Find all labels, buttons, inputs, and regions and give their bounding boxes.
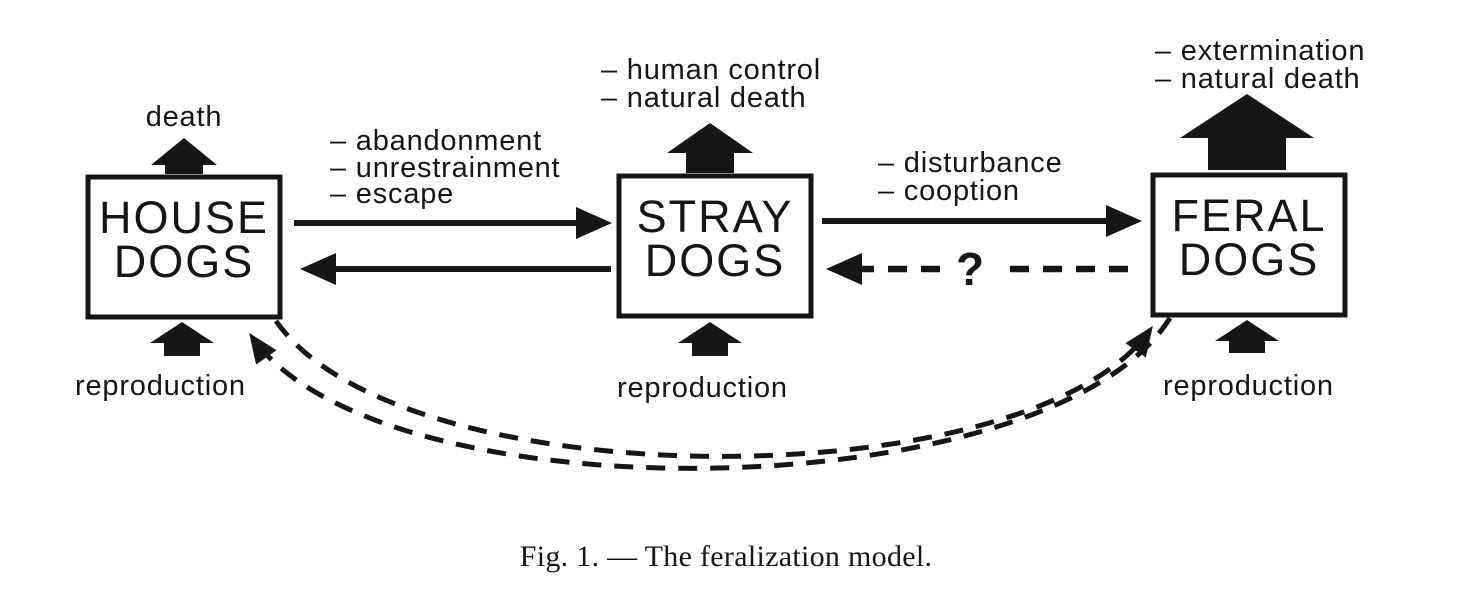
death-label-house: death: [146, 101, 223, 133]
arrow-stray-to-feral-head-icon: [1106, 205, 1142, 237]
feral-dogs-box: [1150, 172, 1348, 318]
feral-dogs-label-line1: FERAL: [1171, 190, 1326, 241]
stray-dogs-label-line1: STRAY: [637, 191, 794, 242]
reproduction-label-stray: reproduction: [617, 372, 788, 404]
question-mark-label: ?: [956, 243, 984, 295]
arrow-feral-to-stray-head-icon: [826, 253, 862, 285]
death-arrow-feral-icon: [1180, 94, 1314, 170]
death-label-feral-1: – extermination: [1155, 35, 1365, 67]
death-arrow-house-icon: [151, 138, 217, 174]
death-label-stray-1: – human control: [601, 54, 821, 86]
house-dogs-node: death HOUSE DOGS reproduction: [75, 101, 283, 402]
stray-dogs-box: [616, 173, 814, 319]
reproduction-label-house: reproduction: [75, 370, 246, 402]
death-arrow-stray-icon: [667, 123, 753, 173]
transition-stray-to-feral: – disturbance – cooption ?: [822, 147, 1142, 295]
arrow-stray-to-house-head-icon: [300, 253, 336, 285]
curve-house-to-feral-dashed: [273, 319, 1153, 459]
feral-dogs-node: – extermination – natural death FERAL DO…: [1150, 35, 1365, 402]
stray-dogs-label-line2: DOGS: [645, 235, 786, 286]
house-to-stray-label-3: – escape: [330, 178, 454, 210]
death-label-feral-2: – natural death: [1155, 63, 1360, 95]
reproduction-arrow-house-icon: [150, 322, 214, 356]
stray-to-feral-label-1: – disturbance: [878, 147, 1063, 179]
house-dogs-label-line1: HOUSE: [99, 192, 269, 243]
reproduction-arrow-stray-icon: [678, 322, 742, 356]
house-to-stray-label-2: – unrestrainment: [330, 152, 560, 184]
reproduction-label-feral: reproduction: [1163, 370, 1334, 402]
curve-feral-to-house-dashed: [249, 316, 1173, 471]
house-dogs-box: [85, 174, 283, 320]
reproduction-arrow-feral-icon: [1215, 320, 1279, 353]
arrow-house-to-stray-head-icon: [576, 207, 612, 239]
house-to-stray-label-1: – abandonment: [330, 125, 542, 157]
feral-dogs-label-line2: DOGS: [1179, 234, 1320, 285]
figure-caption: Fig. 1. — The feralization model.: [520, 540, 933, 573]
house-dogs-label-line2: DOGS: [114, 236, 255, 287]
transition-house-to-stray: – abandonment – unrestrainment – escape: [294, 125, 612, 285]
death-label-stray-2: – natural death: [601, 82, 806, 114]
stray-dogs-node: – human control – natural death STRAY DO…: [601, 54, 821, 404]
stray-to-feral-label-2: – cooption: [878, 175, 1020, 207]
